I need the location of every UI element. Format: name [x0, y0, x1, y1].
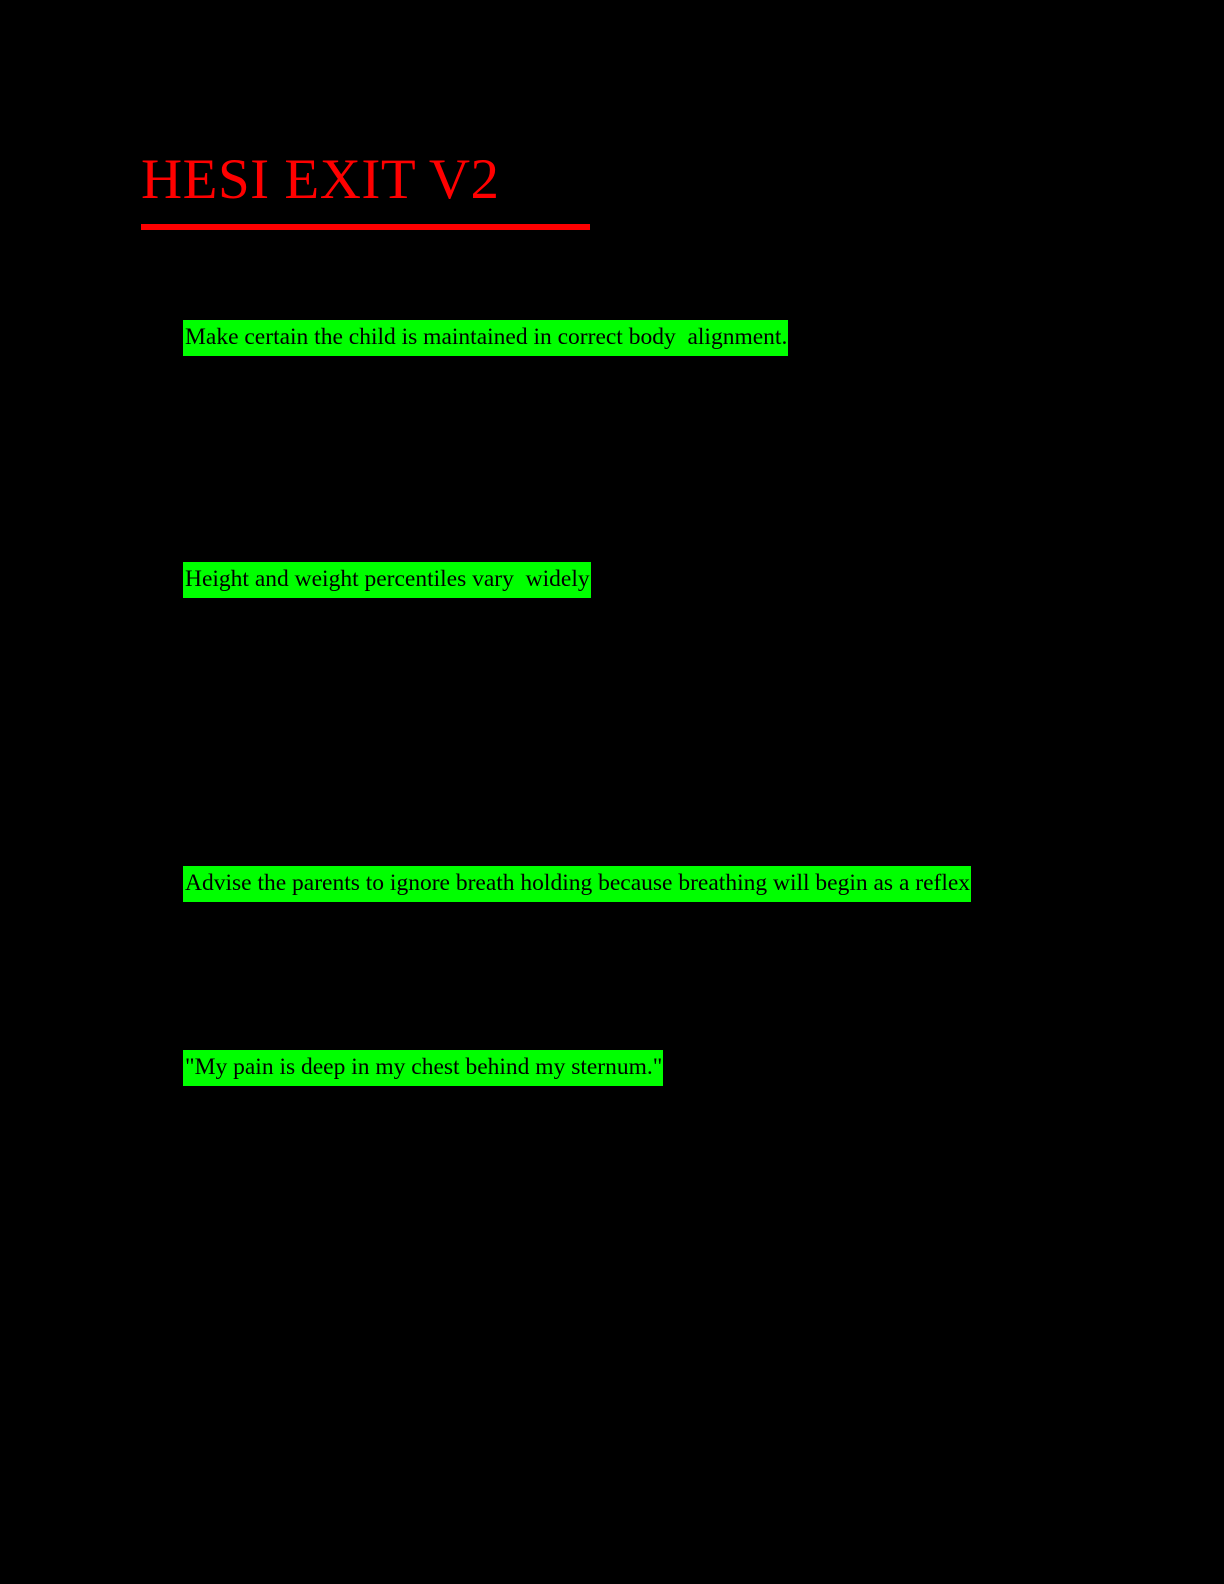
highlighted-answer-line: Make certain the child is maintained in … [183, 320, 789, 356]
highlighted-answer-line: Advise the parents to ignore breath hold… [183, 866, 972, 902]
title-underline-rule [141, 224, 590, 230]
highlighted-answer-line: "My pain is deep in my chest behind my s… [183, 1050, 664, 1086]
page-title: HESI EXIT V2 [141, 148, 500, 211]
highlighted-answer-line: Height and weight percentiles vary widel… [183, 562, 591, 598]
